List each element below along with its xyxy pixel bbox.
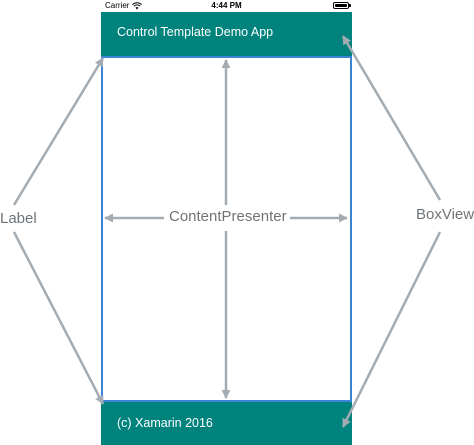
carrier-label: Carrier [105, 1, 130, 10]
footer-text: (c) Xamarin 2016 [117, 416, 213, 430]
annotation-boxview: BoxView [414, 206, 474, 224]
arrow-label-to-footer [12, 231, 105, 405]
arrow-boxview-to-header [341, 35, 442, 201]
header-bar: Control Template Demo App [101, 12, 352, 56]
arrow-label-to-header [12, 57, 105, 206]
status-time: 4:44 PM [211, 1, 242, 10]
arrow-boxview-to-footer [341, 231, 442, 428]
status-carrier: Carrier [105, 1, 143, 10]
annotation-content-presenter: ContentPresenter [166, 208, 290, 226]
battery-icon [333, 2, 351, 9]
status-bar: Carrier 4:44 PM [101, 0, 352, 12]
annotation-label: Label [0, 210, 39, 228]
content-presenter-area [101, 56, 352, 402]
header-title: Control Template Demo App [117, 25, 274, 39]
footer-bar: (c) Xamarin 2016 [101, 402, 352, 445]
wifi-icon [132, 1, 143, 9]
